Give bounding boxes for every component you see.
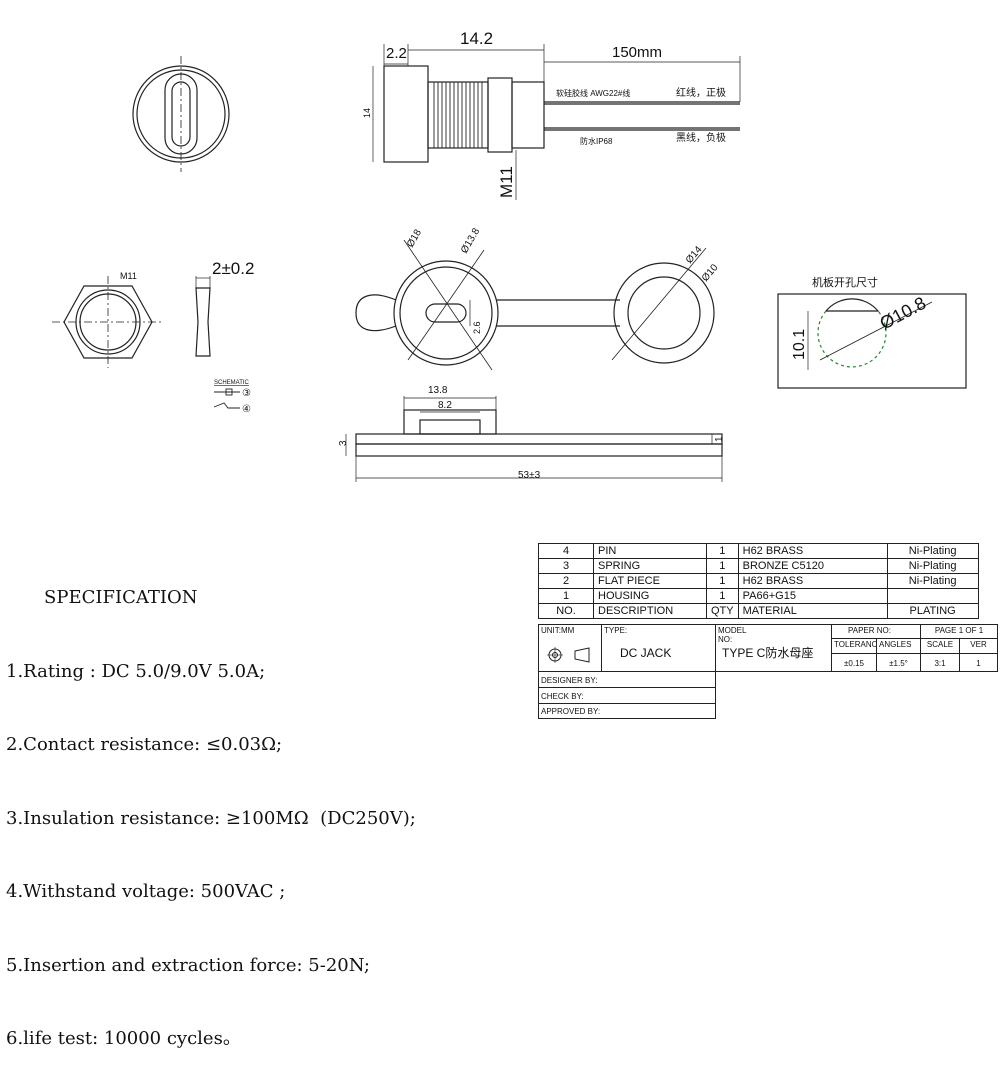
nut-side-view <box>195 276 211 357</box>
bom-row: 1 HOUSING 1 PA66+G15 <box>538 588 979 604</box>
dim-length: 53±3 <box>518 470 541 481</box>
spec-item: 3.Insulation resistance: ≥100MΩ (DC250V)… <box>6 807 416 829</box>
unit-cell: UNIT:MM <box>538 624 602 672</box>
dim-d14: Ø14 <box>684 244 705 266</box>
dim-m11: M11 <box>497 166 516 198</box>
schematic-title: SCHEMATIC <box>214 380 250 386</box>
dim-14: 14 <box>362 108 372 118</box>
dim-d13-8: Ø13.8 <box>459 226 482 255</box>
nut-thickness: 2±0.2 <box>212 259 254 278</box>
tolerance-header: TOLERANCE <box>831 638 877 654</box>
paper-no-cell: PAPER NO: <box>831 624 921 639</box>
ver-header: VER <box>959 638 998 654</box>
technical-drawing: 2.2 14.2 150mm 14 M11 软硅胶线 AWG22#线 红线，正极… <box>52 29 967 482</box>
specification-title: SPECIFICATION <box>44 587 198 608</box>
ver-value: 1 <box>959 653 998 672</box>
front-view <box>132 56 230 172</box>
nut-m11-label: M11 <box>120 271 137 281</box>
page-cell: PAGE 1 OF 1 <box>920 624 998 639</box>
schematic-pin4: ④ <box>242 404 251 415</box>
specification-block: SPECIFICATION 1.Rating : DC 5.0/9.0V 5.0… <box>6 537 416 1076</box>
spec-item: 1.Rating : DC 5.0/9.0V 5.0A; <box>6 660 266 682</box>
dim-2-2: 2.2 <box>386 45 407 62</box>
dim-thickness-1: 1 <box>714 436 725 442</box>
bottom-profile-view <box>345 396 723 482</box>
scale-value: 3:1 <box>920 653 960 672</box>
cap-top-view <box>355 239 715 371</box>
type-cell: TYPE: DC JACK <box>601 624 716 672</box>
panel-cutout-diameter: Ø10.8 <box>876 293 929 334</box>
nut-front-view <box>52 276 164 368</box>
bom-row: 4 PIN 1 H62 BRASS Ni-Plating <box>538 543 979 559</box>
spec-item: 5.Insertion and extraction force: 5-20N; <box>6 954 370 976</box>
dim-2-6: 2.6 <box>472 321 482 334</box>
schematic-pin3: ③ <box>242 388 251 399</box>
panel-cutout-view <box>777 293 967 389</box>
bom-row: 2 FLAT PIECE 1 H62 BRASS Ni-Plating <box>538 573 979 589</box>
side-view <box>372 44 741 200</box>
dim-14-2: 14.2 <box>460 29 493 48</box>
angles-value: ±1.5° <box>876 653 921 672</box>
black-wire-label: 黑线，负极 <box>676 131 726 144</box>
title-block: UNIT:MM TYPE: DC JACK MODEL NO: TYPE C防水… <box>538 624 998 719</box>
spec-item: 6.life test: 10000 cycles。 <box>6 1028 241 1049</box>
approved-cell: APPROVED BY: <box>538 703 716 719</box>
dim-13-8: 13.8 <box>428 385 448 396</box>
panel-cutout-title: 机板开孔尺寸 <box>812 275 878 289</box>
dim-8-2: 8.2 <box>438 400 452 411</box>
tolerance-value: ±0.15 <box>831 653 877 672</box>
dim-d18: Ø18 <box>405 227 424 249</box>
dim-150mm: 150mm <box>612 44 662 61</box>
schematic-symbols <box>213 388 240 409</box>
dim-d10: Ø10 <box>700 262 721 284</box>
spec-item: 4.Withstand voltage: 500VAC ; <box>6 881 286 902</box>
bom-header-row: NO. DESCRIPTION QTY MATERIAL PLATING <box>538 603 979 619</box>
dim-height-3: 3 <box>338 440 349 446</box>
projection-symbol-icon <box>547 647 590 663</box>
check-cell: CHECK BY: <box>538 687 716 704</box>
angles-header: ANGLES <box>876 638 921 654</box>
spec-item: 2.Contact resistance: ≤0.03Ω; <box>6 734 283 755</box>
scale-header: SCALE <box>920 638 960 654</box>
waterproof-label: 防水IP68 <box>580 136 613 146</box>
wire-label: 软硅胶线 AWG22#线 <box>556 88 630 98</box>
model-cell: MODEL NO: TYPE C防水母座 <box>715 624 832 672</box>
bom-row: 3 SPRING 1 BRONZE C5120 Ni-Plating <box>538 558 979 574</box>
bill-of-materials: 4 PIN 1 H62 BRASS Ni-Plating 3 SPRING 1 … <box>538 543 979 619</box>
designer-cell: DESIGNER BY: <box>538 671 716 688</box>
panel-cutout-flat: 10.1 <box>791 329 808 360</box>
red-wire-label: 红线，正极 <box>676 86 726 99</box>
